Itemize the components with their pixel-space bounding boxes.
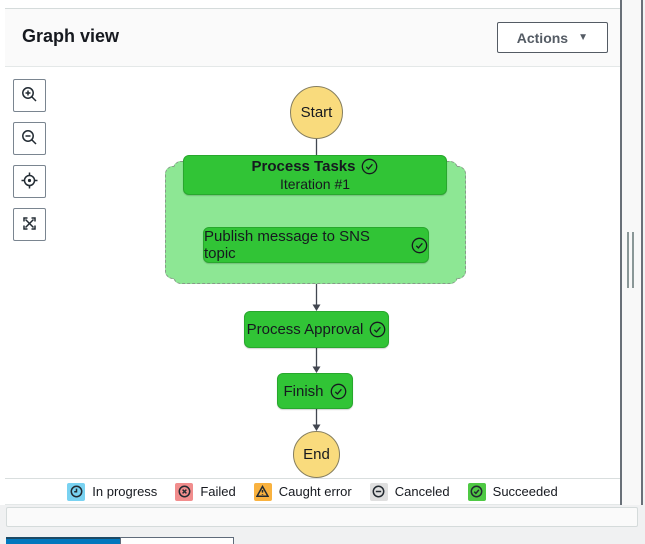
succeeded-check-icon [370,321,386,338]
circle-minus-icon [369,482,388,501]
panel-border-divider [620,0,622,505]
actions-button[interactable]: Actions ▼ [496,22,608,53]
node-publish-message[interactable]: Publish message to SNS topic [203,227,429,263]
legend-item-failed: Failed [175,482,236,501]
graph-view-panel: Graph view Actions ▼ [5,8,620,505]
node-end-label: End [303,446,330,463]
legend-label: Canceled [394,484,450,499]
workflow-canvas: Start Process Tasks Iteration #1 Publish… [5,67,620,479]
page-title: Graph view [22,26,120,46]
tab-active[interactable] [6,537,120,544]
node-end: End [293,431,340,478]
node-start-label: Start [300,104,333,121]
clock-icon [67,482,86,501]
zoom-out-icon [20,128,39,150]
horizontal-scrollbar-track[interactable] [6,507,638,527]
legend-item-succeeded: Succeeded [467,482,558,501]
node-sublabel: Iteration #1 [279,176,351,192]
node-label: Process Approval [246,321,364,338]
panel-resize-gutter [622,0,641,505]
zoom-in-icon [20,85,39,107]
legend-item-canceled: Canceled [369,482,450,501]
panel-header: Graph view Actions ▼ [5,9,620,67]
circle-check-icon [467,482,486,501]
node-start: Start [290,86,343,139]
chevron-down-icon: ▼ [578,32,588,43]
legend-label: Succeeded [492,484,558,499]
legend-label: Caught error [278,484,352,499]
center-view-icon [20,171,39,193]
zoom-in-button[interactable] [13,79,46,112]
right-background-strip [643,0,645,544]
succeeded-check-icon [362,158,378,175]
resize-handle[interactable] [627,232,636,288]
node-label: Finish [283,382,324,400]
node-label: Publish message to SNS topic [204,228,370,262]
node-label: Process Tasks [251,158,356,175]
actions-button-label: Actions [516,29,569,46]
node-finish[interactable]: Finish [277,373,353,409]
legend-item-in-progress: In progress [67,482,158,501]
zoom-out-button[interactable] [13,122,46,155]
circle-x-icon [175,482,194,501]
node-process-approval[interactable]: Process Approval [244,311,389,348]
succeeded-check-icon [411,237,428,253]
node-process-tasks[interactable]: Process Tasks Iteration #1 [183,155,447,195]
center-view-button[interactable] [13,165,46,198]
graph-toolbar [13,79,46,241]
legend-item-caught-error: Caught error [253,482,352,501]
tab-inactive[interactable] [120,537,234,544]
warning-triangle-icon [253,482,272,501]
status-legend: In progress Failed Caught error Canceled… [5,478,620,505]
fit-view-icon [20,214,39,236]
legend-label: In progress [92,484,158,499]
legend-label: Failed [200,484,236,499]
succeeded-check-icon [330,383,346,399]
fit-view-button[interactable] [13,208,46,241]
right-edge-divider [641,0,643,505]
